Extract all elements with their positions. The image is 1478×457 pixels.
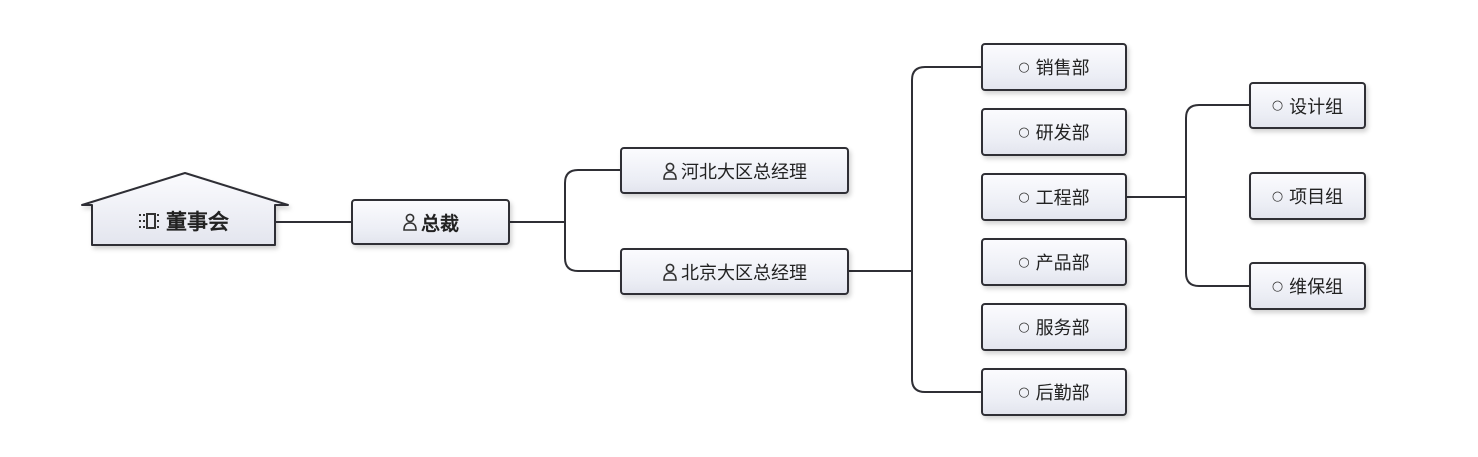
bullet-icon: ○ xyxy=(1018,384,1030,400)
building-grid-icon xyxy=(139,213,159,229)
region-node-label: 河北大区总经理 xyxy=(681,161,807,183)
group-node-maintenance[interactable]: ○ 维保组 xyxy=(1249,262,1366,310)
connector-region-hebei xyxy=(564,169,620,222)
bullet-icon: ○ xyxy=(1271,188,1284,204)
connector-region-beijing xyxy=(564,222,620,272)
region-node-label: 北京大区总经理 xyxy=(681,262,807,284)
department-node-label: 工程部 xyxy=(1035,188,1090,209)
person-icon xyxy=(663,162,677,180)
department-node-logistics[interactable]: ○ 后勤部 xyxy=(981,368,1127,416)
person-icon xyxy=(663,263,677,281)
department-node-sales[interactable]: ○ 销售部 xyxy=(981,43,1127,91)
group-node-label: 项目组 xyxy=(1289,187,1344,208)
president-node-label: 总裁 xyxy=(420,212,459,235)
department-node-rnd[interactable]: ○ 研发部 xyxy=(981,108,1127,156)
root-node-shape[interactable] xyxy=(81,172,289,246)
department-node-label: 销售部 xyxy=(1035,58,1090,79)
bullet-icon: ○ xyxy=(1018,59,1030,75)
person-icon xyxy=(403,213,417,231)
bullet-icon: ○ xyxy=(1018,319,1030,335)
department-node-service[interactable]: ○ 服务部 xyxy=(981,303,1127,351)
group-node-label: 维保组 xyxy=(1289,277,1344,298)
group-node-label: 设计组 xyxy=(1289,96,1344,118)
bullet-icon: ○ xyxy=(1271,98,1284,113)
bullet-icon: ○ xyxy=(1018,254,1030,270)
bullet-icon: ○ xyxy=(1018,189,1030,205)
connector-group-design xyxy=(1185,104,1249,197)
region-node-hebei[interactable]: 河北大区总经理 xyxy=(620,147,849,194)
department-node-label: 研发部 xyxy=(1035,123,1090,144)
connector-dept-logistics xyxy=(911,271,981,393)
root-node-label[interactable]: 董事会 xyxy=(92,200,275,242)
connector-dept-sales xyxy=(911,66,981,271)
department-node-product[interactable]: ○ 产品部 xyxy=(981,238,1127,286)
department-node-label: 后勤部 xyxy=(1035,383,1090,404)
connector-group-maintenance xyxy=(1185,197,1249,287)
department-node-label: 产品部 xyxy=(1035,253,1090,274)
root-node-text: 董事会 xyxy=(166,210,229,234)
department-node-engineering[interactable]: ○ 工程部 xyxy=(981,173,1127,221)
department-node-label: 服务部 xyxy=(1035,318,1090,339)
president-node[interactable]: 总裁 xyxy=(351,199,510,245)
group-node-design[interactable]: ○ 设计组 xyxy=(1249,82,1366,129)
region-node-beijing[interactable]: 北京大区总经理 xyxy=(620,248,849,295)
bullet-icon: ○ xyxy=(1271,278,1284,294)
bullet-icon: ○ xyxy=(1018,124,1030,140)
group-node-project[interactable]: ○ 项目组 xyxy=(1249,172,1366,220)
